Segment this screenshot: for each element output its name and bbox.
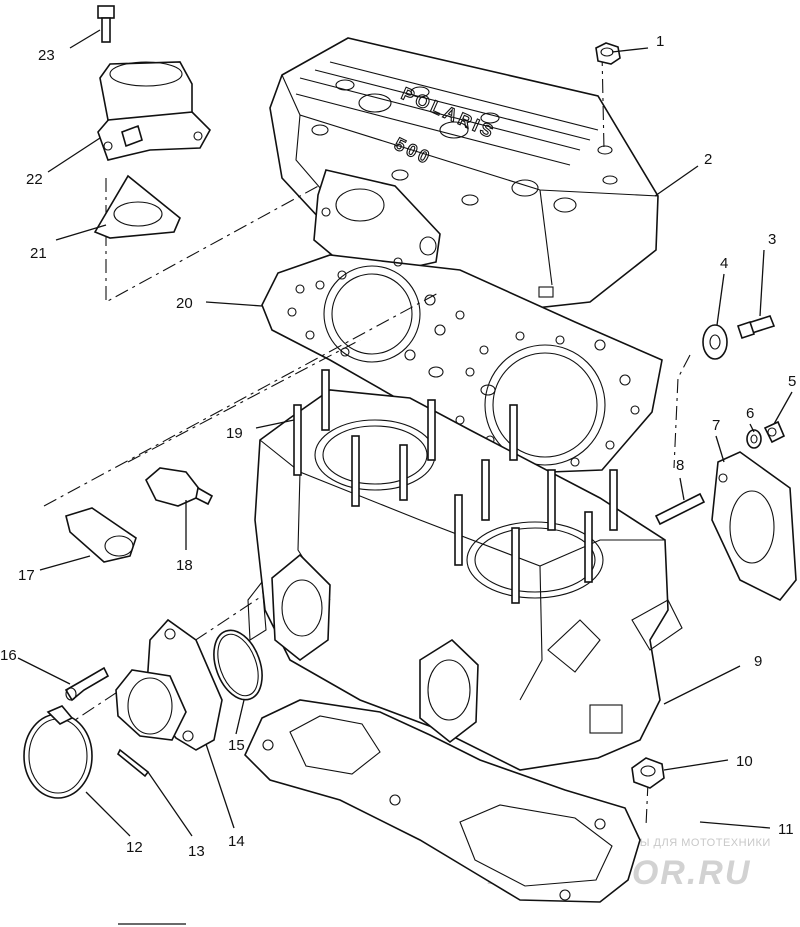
intake-bolt — [64, 666, 110, 702]
flange-nut — [763, 420, 786, 444]
temperature-sensor — [145, 467, 214, 507]
cover-fins — [295, 61, 599, 166]
hose-clamp — [23, 705, 93, 799]
callout-22: 22 — [26, 171, 43, 188]
callout-11: 11 — [778, 821, 794, 838]
callout-10: 10 — [736, 753, 753, 770]
callout-7: 7 — [712, 417, 720, 434]
callout-numbers: 1 2 3 4 5 6 7 8 9 10 11 12 13 14 15 16 1… — [0, 33, 796, 860]
callout-3: 3 — [768, 231, 776, 248]
callout-21: 21 — [30, 245, 47, 262]
hex-nut — [631, 757, 665, 789]
bleed-screw — [97, 5, 115, 43]
callout-17: 17 — [18, 567, 35, 584]
callout-5: 5 — [788, 373, 796, 390]
callout-14: 14 — [228, 833, 245, 850]
thermostat-housing — [97, 61, 211, 161]
cover-bolt — [736, 315, 776, 340]
callout-2: 2 — [704, 151, 712, 168]
callout-23: 23 — [38, 47, 55, 64]
water-fitting — [65, 507, 137, 563]
head-gasket-holes — [287, 257, 640, 467]
cover-nut — [595, 42, 621, 65]
callout-15: 15 — [228, 737, 245, 754]
callout-12: 12 — [126, 839, 143, 856]
exhaust-stud — [654, 492, 706, 526]
callout-1: 1 — [656, 33, 664, 50]
callout-6: 6 — [746, 405, 754, 422]
exhaust-gasket — [711, 451, 797, 602]
cylinder-block — [247, 369, 683, 771]
exhaust-ports — [271, 553, 479, 744]
callout-4: 4 — [720, 255, 728, 272]
callout-16: 16 — [0, 647, 17, 664]
callout-13: 13 — [188, 843, 205, 860]
clamp-screw — [116, 748, 150, 778]
base-gasket — [244, 699, 641, 903]
lock-washer — [746, 429, 762, 449]
o-ring — [213, 629, 263, 701]
callout-18: 18 — [176, 557, 193, 574]
callout-9: 9 — [754, 653, 762, 670]
callout-8: 8 — [676, 457, 684, 474]
intake-adapter — [115, 618, 223, 751]
cover-bolt-holes — [311, 79, 618, 213]
callout-20: 20 — [176, 295, 193, 312]
sealing-washer — [702, 324, 728, 360]
head-gasket — [261, 254, 663, 473]
cylinder-studs — [293, 369, 618, 604]
leader-lines — [17, 29, 793, 837]
thermostat-gasket — [93, 174, 181, 239]
callout-19: 19 — [226, 425, 243, 442]
